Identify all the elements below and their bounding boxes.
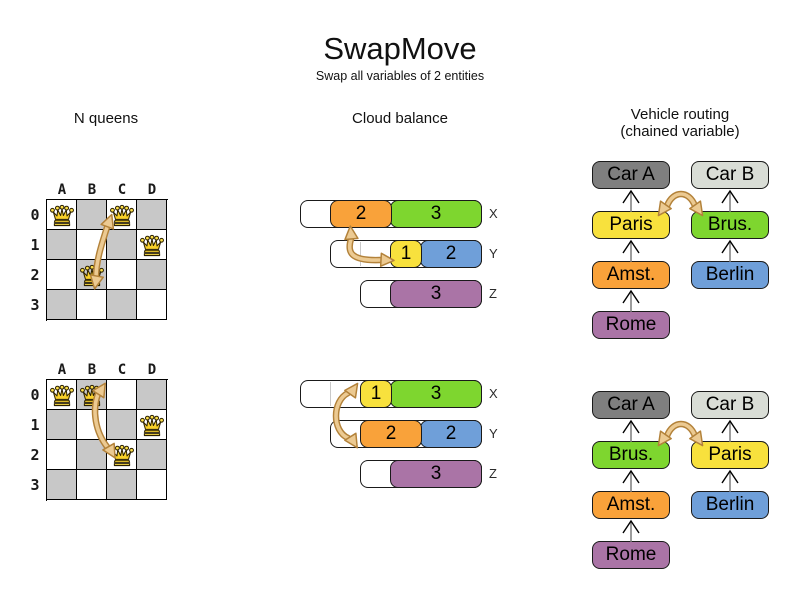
board-cell xyxy=(107,470,137,500)
chain-node-before: Berlin xyxy=(691,261,769,289)
board-cell xyxy=(137,200,167,230)
board-cell xyxy=(107,380,137,410)
process-segment: 3 xyxy=(390,460,482,488)
board-row-label: 0 xyxy=(30,206,40,224)
queen-icon xyxy=(139,234,165,257)
board-row-label: 0 xyxy=(30,386,40,404)
board-cell xyxy=(77,230,107,260)
board-cell xyxy=(47,290,77,320)
capacity-tick xyxy=(360,242,361,266)
board-cell xyxy=(137,260,167,290)
section-header-vrp-line1: Vehicle routing xyxy=(630,106,730,123)
board-cell xyxy=(107,290,137,320)
nqueens-board-before: A B C D 0 1 2 3 xyxy=(30,182,168,321)
board-col-label: B xyxy=(87,362,97,378)
computer-label: Z xyxy=(489,466,497,481)
chain-link-arrowhead xyxy=(622,189,640,204)
section-header-vrp: Vehicle routing (chained variable) xyxy=(600,106,760,140)
board-cell xyxy=(47,410,77,440)
board-cell xyxy=(47,440,77,470)
queen-icon xyxy=(109,204,135,227)
chain-link-arrowhead xyxy=(622,469,640,484)
chain-node-before: Rome xyxy=(592,311,670,339)
board-row-label: 3 xyxy=(30,476,40,494)
chain-link-arrowhead xyxy=(721,189,739,204)
board-row-label: 2 xyxy=(30,446,40,464)
chain-link-arrowhead xyxy=(721,469,739,484)
board-cell xyxy=(77,440,107,470)
process-segment: 3 xyxy=(390,280,482,308)
section-header-cloud: Cloud balance xyxy=(352,110,448,127)
board-col-label: B xyxy=(87,182,97,198)
section-header-vrp-line2: (chained variable) xyxy=(620,123,740,140)
capacity-tick xyxy=(330,382,331,406)
board-cell xyxy=(77,410,107,440)
process-segment: 2 xyxy=(420,420,482,448)
board-row-label: 1 xyxy=(30,236,40,254)
board-cell xyxy=(137,470,167,500)
board-row-label: 1 xyxy=(30,416,40,434)
board-cell xyxy=(137,380,167,410)
chain-node-after: Brus. xyxy=(592,441,670,469)
board-col-label: D xyxy=(147,182,157,198)
board-cell xyxy=(47,470,77,500)
process-segment: 1 xyxy=(360,380,392,408)
board-cell xyxy=(137,290,167,320)
process-segment: 1 xyxy=(390,240,422,268)
chain-node-after: Berlin xyxy=(691,491,769,519)
chain-node-after: Car A xyxy=(592,391,670,419)
board-cell xyxy=(77,200,107,230)
chain-node-after: Rome xyxy=(592,541,670,569)
board-cell xyxy=(137,440,167,470)
board-col-label: C xyxy=(117,362,127,378)
board-col-label: D xyxy=(147,362,157,378)
chain-link-arrowhead xyxy=(622,519,640,534)
queen-icon xyxy=(79,264,105,287)
queen-icon xyxy=(49,204,75,227)
board-col-label: A xyxy=(57,182,67,198)
board-col-label: A xyxy=(57,362,67,378)
chain-node-before: Brus. xyxy=(691,211,769,239)
queen-icon xyxy=(139,414,165,437)
board-cell xyxy=(107,410,137,440)
chain-node-before: Paris xyxy=(592,211,670,239)
board-row-label: 2 xyxy=(30,266,40,284)
page-title: SwapMove xyxy=(323,31,477,66)
computer-label: X xyxy=(489,386,498,401)
chain-node-before: Car B xyxy=(691,161,769,189)
process-segment: 3 xyxy=(390,380,482,408)
board-cell xyxy=(47,260,77,290)
process-segment: 2 xyxy=(420,240,482,268)
chain-link-arrowhead xyxy=(622,289,640,304)
process-segment: 3 xyxy=(390,200,482,228)
process-segment: 2 xyxy=(330,200,392,228)
board-col-label: C xyxy=(117,182,127,198)
board-row-label: 3 xyxy=(30,296,40,314)
chain-link-arrowhead xyxy=(721,239,739,254)
chain-link-arrowhead xyxy=(622,419,640,434)
chain-node-after: Car B xyxy=(691,391,769,419)
chain-link-arrowhead xyxy=(721,419,739,434)
chain-link-arrowhead xyxy=(622,239,640,254)
page-subtitle: Swap all variables of 2 entities xyxy=(315,69,485,83)
chain-node-after: Amst. xyxy=(592,491,670,519)
board-cell xyxy=(77,470,107,500)
chain-node-before: Car A xyxy=(592,161,670,189)
board-cell xyxy=(107,230,137,260)
board-cell xyxy=(107,260,137,290)
computer-label: X xyxy=(489,206,498,221)
queen-icon xyxy=(109,444,135,467)
process-segment: 2 xyxy=(360,420,422,448)
chain-node-before: Amst. xyxy=(592,261,670,289)
computer-label: Y xyxy=(489,426,498,441)
chain-node-after: Paris xyxy=(691,441,769,469)
computer-label: Y xyxy=(489,246,498,261)
board-cell xyxy=(47,230,77,260)
section-header-nqueens: N queens xyxy=(73,110,139,127)
queen-icon xyxy=(49,384,75,407)
nqueens-board-after: A B C D 0 1 2 3 xyxy=(30,362,168,501)
queen-icon xyxy=(79,384,105,407)
computer-label: Z xyxy=(489,286,497,301)
board-cell xyxy=(77,290,107,320)
